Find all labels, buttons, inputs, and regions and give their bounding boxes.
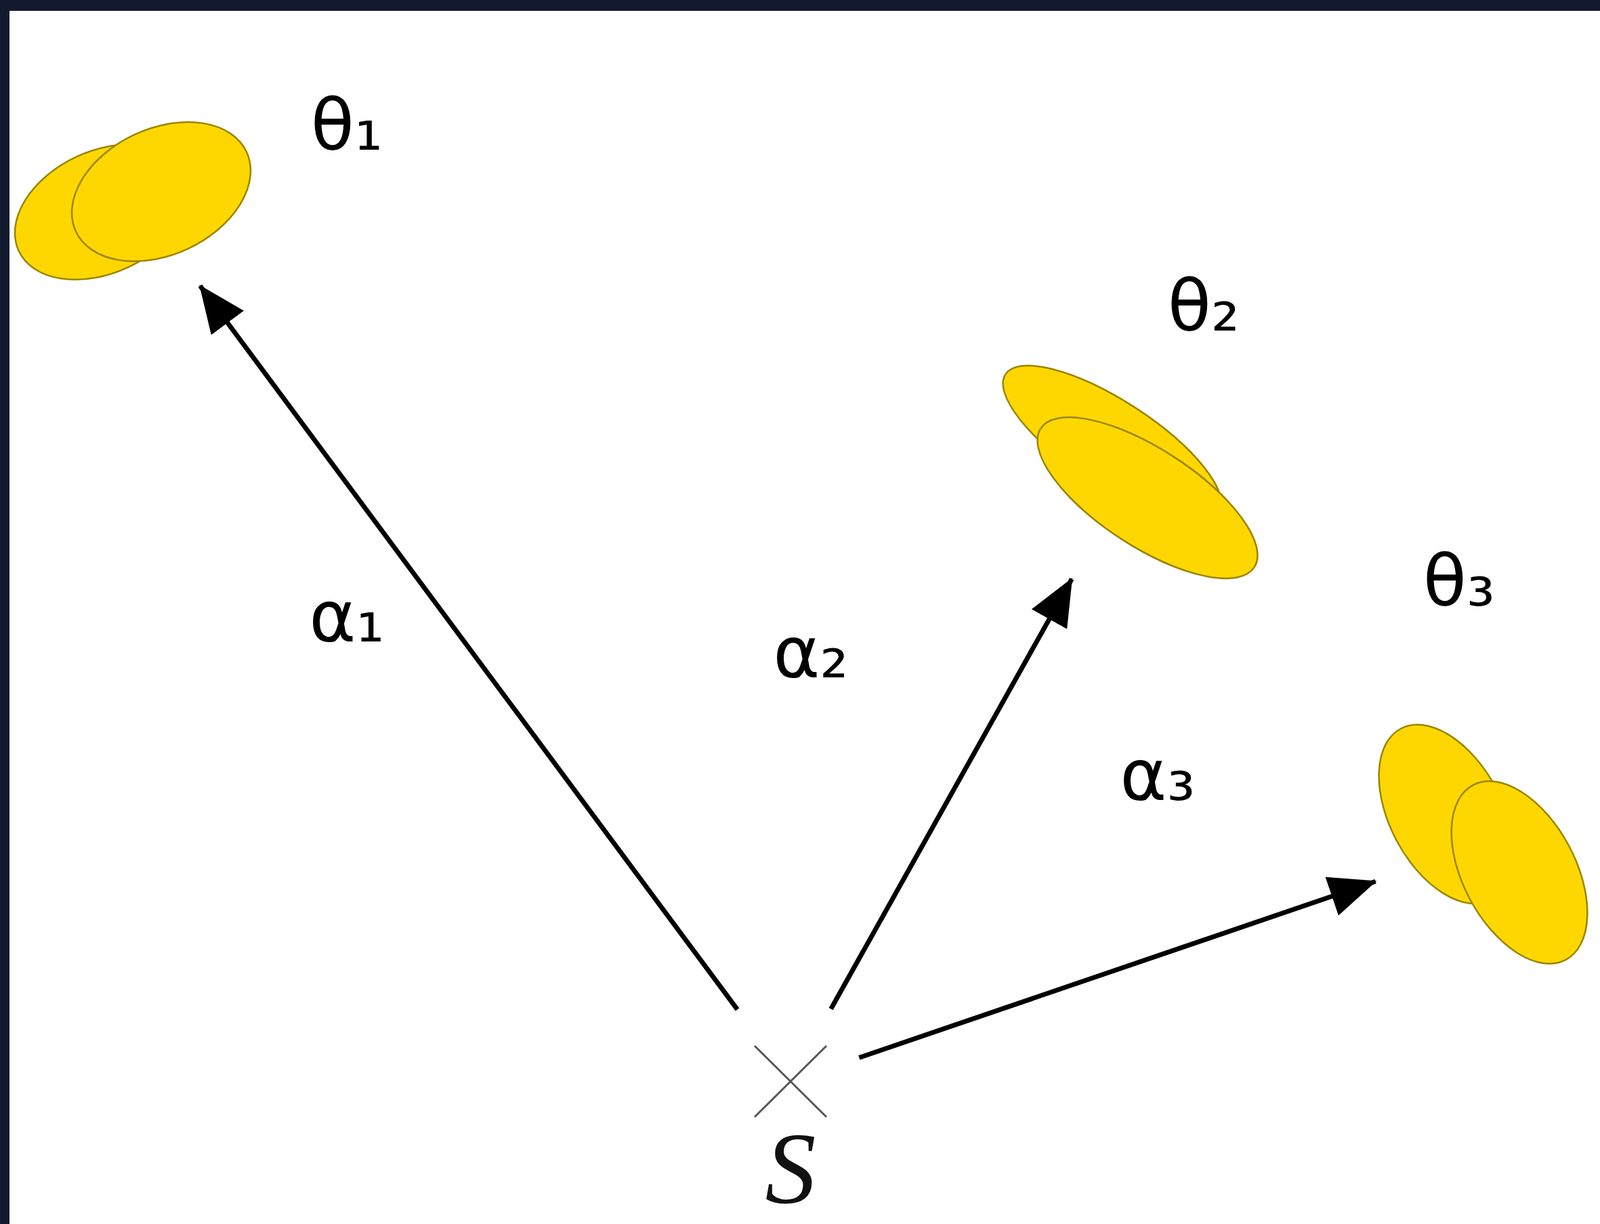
direction-arrow bbox=[858, 881, 1376, 1058]
galaxy-ellipse bbox=[49, 94, 274, 289]
label-anchor: α₃ bbox=[1119, 740, 1195, 812]
angle-label: α₂ bbox=[772, 617, 849, 689]
source-point: S bbox=[729, 1016, 852, 1220]
image-label: θ₁ bbox=[310, 90, 383, 162]
angle-label: α₁ bbox=[308, 581, 385, 654]
image-label: θ₂ bbox=[1167, 270, 1240, 343]
galaxy-ellipses bbox=[15, 117, 256, 281]
direction-arrow bbox=[831, 579, 1073, 1010]
label-anchor: θ₁ bbox=[310, 90, 383, 162]
cross-stroke bbox=[754, 1045, 827, 1118]
galaxy-ellipse bbox=[1014, 387, 1281, 609]
label-anchor: θ₂ bbox=[1167, 270, 1240, 343]
galaxy-ellipses bbox=[1381, 724, 1579, 968]
galaxy-image: θ₁ bbox=[15, 117, 256, 281]
angle-label: α₃ bbox=[1119, 740, 1195, 812]
source-label: S bbox=[765, 1117, 817, 1220]
direction-arrow bbox=[199, 285, 738, 1010]
image-label: θ₃ bbox=[1423, 545, 1496, 618]
label-anchor: α₂ bbox=[772, 617, 849, 689]
label-anchor: α₁ bbox=[308, 581, 385, 654]
label-anchor: θ₃ bbox=[1423, 545, 1496, 618]
label-anchor: S bbox=[765, 1117, 817, 1220]
galaxy-image: θ₃ bbox=[1381, 724, 1579, 968]
cross-stroke bbox=[754, 1045, 827, 1118]
galaxy-ellipse bbox=[1423, 758, 1600, 987]
galaxy-ellipses bbox=[997, 377, 1262, 574]
galaxy-image: θ₂ bbox=[997, 377, 1262, 574]
